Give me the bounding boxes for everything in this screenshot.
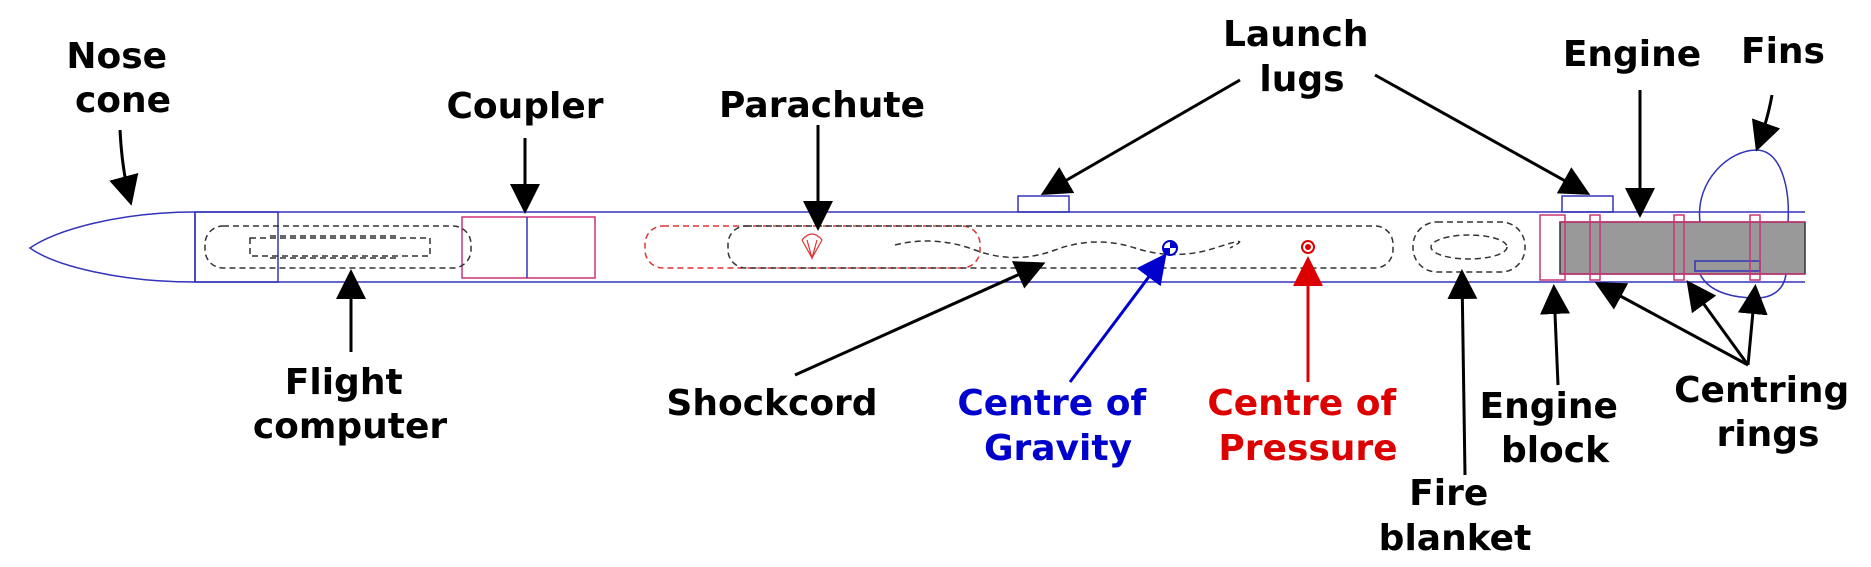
fin-shape — [1698, 149, 1790, 223]
label-parachute: Parachute — [719, 85, 925, 126]
fin-lower — [1699, 273, 1787, 299]
label-fins: Fins — [1741, 31, 1825, 72]
shockcord-line — [894, 240, 1241, 259]
cg-marker — [1162, 240, 1178, 256]
arrow-fins — [1751, 94, 1781, 152]
label-nose-cone: Nose cone — [66, 36, 179, 121]
cp-marker — [1301, 240, 1315, 254]
rocket-body — [28, 149, 1805, 299]
arrow-centring-ring-2 — [1686, 280, 1750, 366]
parachute-icon — [801, 233, 823, 261]
engine-block-shape — [1539, 214, 1566, 281]
launch-lug-front — [1017, 195, 1070, 213]
flight-computer-board — [249, 237, 431, 257]
label-launch-lugs: Launch lugs — [1223, 14, 1381, 100]
label-fire-blanket: Fire blanket — [1379, 473, 1532, 559]
nose-shoulder — [194, 211, 279, 283]
launch-lug-rear — [1561, 195, 1614, 213]
arrow-nose-cone — [109, 129, 139, 206]
label-shockcord: Shockcord — [666, 383, 877, 424]
arrow-launch-lug-front — [1040, 78, 1241, 195]
arrow-centre-of-gravity — [1068, 253, 1167, 383]
label-centre-of-gravity: Centre of Gravity — [957, 383, 1158, 469]
label-centre-of-pressure: Centre of Pressure — [1207, 383, 1408, 469]
centring-ring-1 — [1589, 214, 1601, 281]
fire-blanket-shape — [1412, 221, 1526, 273]
parachute-bag — [644, 225, 981, 269]
label-engine-block: Engine block — [1480, 386, 1631, 471]
engine-shape — [1559, 221, 1806, 275]
centring-ring-3 — [1749, 214, 1761, 281]
shockcord-bay — [727, 225, 1394, 269]
label-centring-rings: Centring rings — [1674, 370, 1862, 455]
arrow-launch-lug-rear — [1374, 73, 1591, 195]
label-flight-computer: Flight computer — [253, 362, 448, 447]
arrow-fire-blanket — [1447, 269, 1478, 476]
arrow-centring-ring-3 — [1737, 284, 1768, 366]
centring-ring-2 — [1673, 214, 1685, 281]
flight-computer-bay — [204, 225, 472, 269]
label-engine: Engine — [1563, 34, 1701, 75]
label-coupler: Coupler — [446, 86, 603, 127]
arrow-engine-block — [1540, 284, 1570, 386]
coupler-shape — [461, 216, 596, 279]
arrow-centring-ring-1 — [1594, 282, 1749, 367]
nose-cone-shape — [28, 211, 196, 283]
arrow-shockcord — [794, 261, 1046, 377]
